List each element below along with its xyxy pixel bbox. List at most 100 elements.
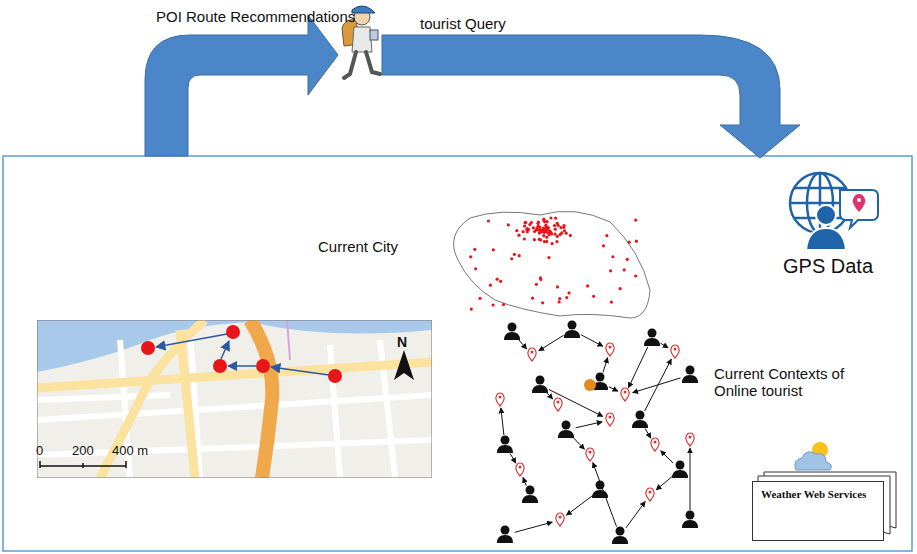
network-link xyxy=(515,522,553,532)
network-link xyxy=(661,451,673,463)
poi-dot xyxy=(634,274,637,277)
poi-dot xyxy=(541,301,544,304)
poi-dot xyxy=(558,300,561,303)
poi-dot xyxy=(634,218,637,221)
network-link xyxy=(628,347,647,388)
poi-dot xyxy=(586,284,589,287)
poi-dot xyxy=(535,283,538,286)
poi-dot xyxy=(554,216,557,219)
person-icon xyxy=(497,526,513,544)
flow-label: tourist Query xyxy=(420,15,506,32)
poi-dot xyxy=(543,240,546,243)
flow-label: POI Route Recommendations xyxy=(156,8,355,25)
poi-dot xyxy=(523,237,526,240)
poi-pin xyxy=(586,448,594,461)
poi-dot xyxy=(524,221,527,224)
poi-dot xyxy=(545,236,548,239)
poi-dot xyxy=(492,303,495,306)
person-icon xyxy=(682,511,698,529)
poi-pin xyxy=(606,343,614,356)
poi-pin xyxy=(671,345,679,358)
panel xyxy=(3,156,912,551)
poi-pin xyxy=(606,413,614,426)
street-map xyxy=(37,320,432,478)
poi-dot xyxy=(547,226,550,229)
poi-dot xyxy=(548,230,551,233)
poi-dot xyxy=(623,268,626,271)
poi-dot xyxy=(539,278,542,281)
poi-dot xyxy=(559,226,562,229)
poi-dot xyxy=(626,258,629,261)
gps-icon xyxy=(806,190,878,250)
poi-dot xyxy=(533,238,536,241)
poi-dot xyxy=(507,223,510,226)
network-link xyxy=(523,477,526,485)
person-icon xyxy=(644,329,660,347)
poi-dot xyxy=(560,231,563,234)
person-icon xyxy=(564,321,580,339)
poi-dot xyxy=(543,229,546,232)
poi-dot xyxy=(548,233,551,236)
network-link xyxy=(645,429,651,439)
scale-number: 400 m xyxy=(112,444,148,459)
poi-pin xyxy=(651,438,659,451)
network-link xyxy=(566,496,592,515)
network-link xyxy=(510,454,516,464)
network-link xyxy=(539,335,564,350)
poi-dot xyxy=(473,248,476,251)
poi-pin xyxy=(496,393,504,406)
network-link xyxy=(573,437,585,449)
poi-pin xyxy=(686,433,694,446)
poi-dot xyxy=(542,234,545,237)
poi-dot xyxy=(562,226,565,229)
network-link xyxy=(593,463,617,527)
poi-dot xyxy=(563,229,566,232)
poi-pin xyxy=(556,513,564,526)
poi-dot xyxy=(553,232,556,235)
scale-number: 200 xyxy=(72,444,94,459)
poi-dot xyxy=(602,244,605,247)
poi-dot xyxy=(526,227,529,230)
social-network xyxy=(496,321,698,545)
poi-dot xyxy=(537,228,540,231)
poi-dot xyxy=(523,221,526,224)
poi-dot xyxy=(502,303,505,306)
person-icon xyxy=(497,436,513,454)
poi-dot xyxy=(556,235,559,238)
poi-dot xyxy=(522,230,525,233)
poi-dot xyxy=(492,248,495,251)
flow-arrow xyxy=(145,15,338,156)
poi-dot xyxy=(523,224,526,227)
poi-pin xyxy=(646,488,654,501)
poi-dot xyxy=(531,297,534,300)
person-icon xyxy=(522,486,538,504)
poi-dot xyxy=(470,307,473,310)
poi-dot xyxy=(544,224,547,227)
poi-dot xyxy=(592,295,595,298)
person-icon xyxy=(612,527,628,545)
poi-dot xyxy=(526,230,529,233)
poi-dot xyxy=(605,234,608,237)
poi-dot xyxy=(610,300,613,303)
poi-dot xyxy=(518,254,521,257)
poi-dot xyxy=(510,257,513,260)
network-link xyxy=(603,358,608,373)
map-title: Current City xyxy=(318,238,398,255)
person-icon xyxy=(532,376,548,394)
poi-dot xyxy=(489,284,492,287)
scale-bar xyxy=(40,461,126,468)
poi-dot xyxy=(611,255,614,258)
network-link xyxy=(690,448,691,510)
north-arrow xyxy=(394,350,414,380)
poi-dots xyxy=(469,216,638,310)
poi-dot xyxy=(550,242,553,245)
poi-dot xyxy=(538,225,541,228)
person-icon xyxy=(504,323,520,341)
north-label: N xyxy=(397,334,407,350)
network-link xyxy=(576,422,602,428)
poi-dot xyxy=(478,297,481,300)
network-link xyxy=(547,392,553,399)
poi-dot xyxy=(557,224,560,227)
source-label: GPS Data xyxy=(783,255,873,278)
poi-dot xyxy=(546,220,549,223)
